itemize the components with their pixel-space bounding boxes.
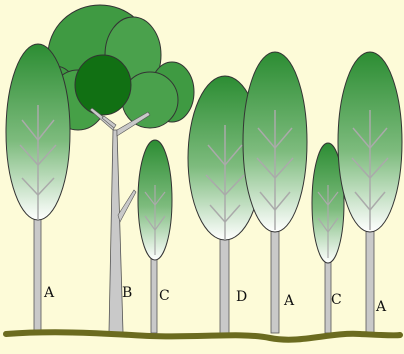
tree-label: A (43, 285, 55, 301)
tree-a-2 (243, 52, 307, 333)
tree-label: C (159, 288, 170, 304)
tree-label: A (283, 293, 295, 309)
tree-c-1 (138, 140, 172, 333)
tree-a-3 (338, 52, 402, 333)
tree-label: B (122, 285, 132, 301)
tree-a-1 (6, 44, 70, 333)
ground-line (6, 332, 400, 339)
tree-label: A (375, 299, 387, 315)
tree-label: D (236, 289, 247, 305)
tree-label: C (331, 292, 342, 308)
